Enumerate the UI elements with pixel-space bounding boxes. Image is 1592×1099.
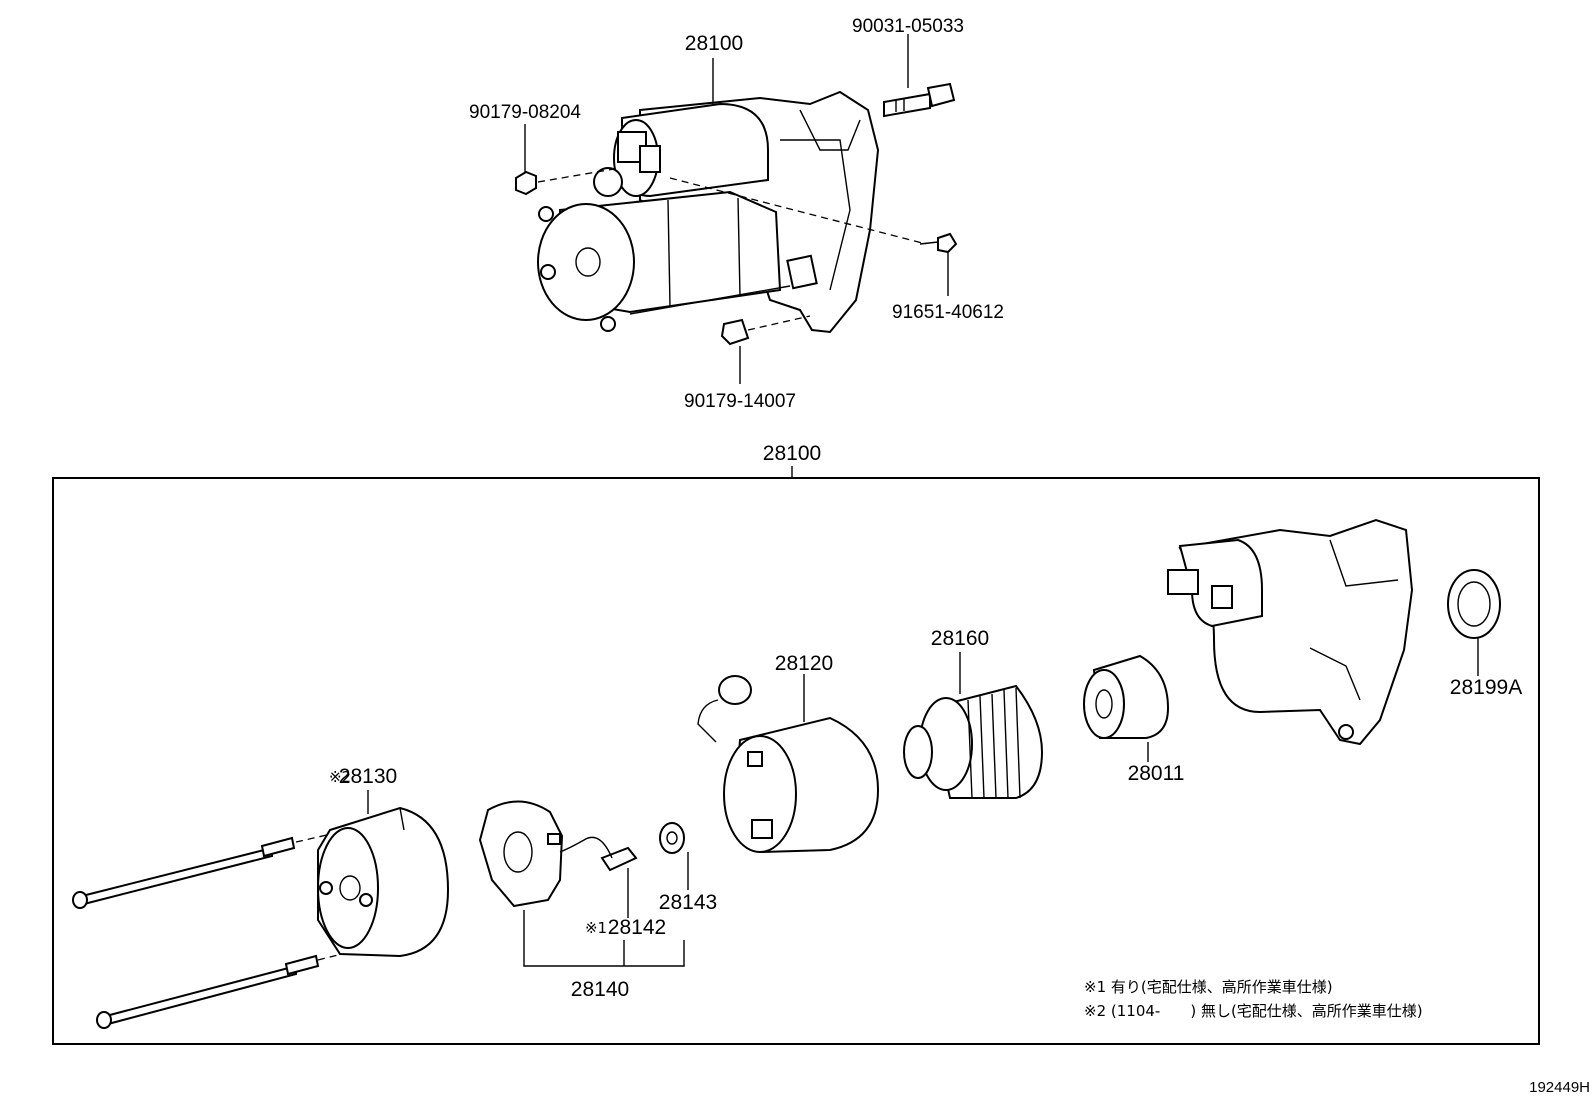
clutch-28011: [1083, 654, 1170, 739]
label-bearing: 28143: [659, 891, 717, 914]
label-starter-assy-top: 28100: [685, 32, 743, 55]
through-bolt-lower: [96, 945, 375, 1029]
nut-90179-14007: [720, 318, 750, 346]
label-starter-assy-box: 28100: [763, 442, 821, 465]
label-bolt: 90031-05033: [852, 16, 964, 37]
label-field-frame: 28160: [931, 627, 989, 650]
label-nut-upper: 90179-08204: [469, 102, 581, 123]
label-brush-mark: ※1: [585, 919, 607, 937]
label-nut-lower: 90179-14007: [684, 391, 796, 412]
drive-housing: [1167, 518, 1414, 746]
brush-holder-28140: [478, 800, 564, 908]
note-1: ※1 有り(宅配仕様、高所作業車仕様): [1084, 978, 1333, 996]
seal-28199a: [1447, 569, 1501, 639]
nut-91651-40612: [919, 232, 958, 254]
bracket-brush-holder-set: [523, 910, 685, 967]
through-bolt-upper: [72, 831, 341, 909]
label-nut-right: 91651-40612: [892, 302, 1004, 323]
label-brush-holder-set: 28140: [571, 978, 629, 1001]
label-end-frame: 28130: [339, 765, 397, 788]
label-end-frame-mark: ※2: [329, 768, 351, 786]
bearing-28143: [659, 822, 685, 854]
starter-assembly-illustration: [515, 82, 958, 346]
end-frame-28130: [317, 806, 450, 958]
exploded-view-frame: [52, 477, 1540, 1045]
brush-28142: [559, 836, 638, 872]
field-frame-28160: [903, 684, 1044, 799]
label-armature: 28120: [775, 652, 833, 675]
nut-90179-08204: [515, 170, 537, 196]
figure-id: 192449H: [1529, 1079, 1590, 1096]
armature-28120: [697, 675, 880, 854]
label-seal: 28199A: [1450, 676, 1522, 699]
label-brush: 28142: [608, 916, 666, 939]
note-2: ※2 (1104- ) 無し(宅配仕様、高所作業車仕様): [1084, 1002, 1423, 1020]
label-clutch: 28011: [1128, 762, 1185, 785]
bolt-90031-05033: [883, 82, 956, 118]
